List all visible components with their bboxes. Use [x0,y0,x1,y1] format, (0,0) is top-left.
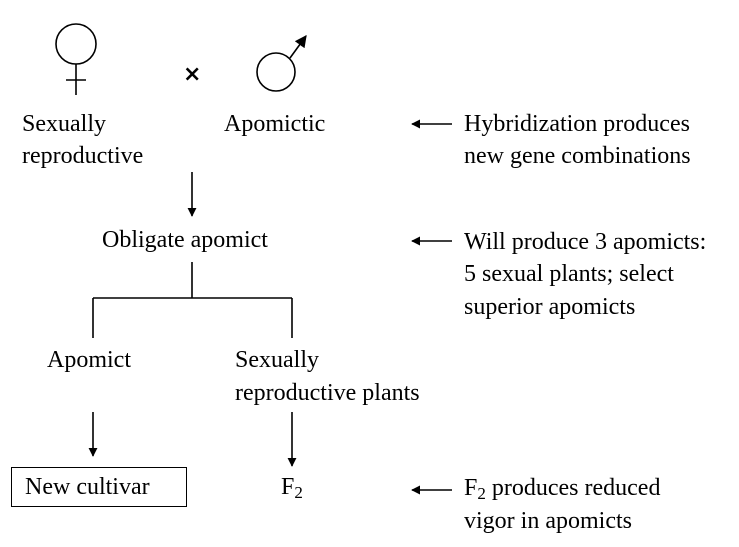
new-cultivar-label: New cultivar [25,474,150,500]
note1-line2: new gene combinations [464,143,691,169]
note2-line3: superior apomicts [464,294,636,320]
note2-line2: 5 sexual plants; select [464,261,674,287]
note3-line1-rest: produces reduced [485,475,661,501]
female-parent-label-line2: reproductive [22,143,144,169]
f2-subscript: 2 [294,483,303,502]
note1-line1: Hybridization produces [464,111,690,137]
male-parent-label: Apomictic [224,111,326,137]
note3-line1: F2 produces reduced [464,472,660,505]
note3-line2: vigor in apomicts [464,508,632,534]
f2-base: F [281,474,295,500]
sexual-plants-label-line2: reproductive plants [235,380,420,406]
f2-label: F2 [281,471,303,504]
note3-f: F [464,475,478,501]
note2-line1: Will produce 3 apomicts: [464,229,707,255]
apomict-label: Apomict [47,347,131,373]
new-cultivar-box [11,467,187,507]
branch-bracket [92,262,293,338]
note3-subscript: 2 [477,484,486,503]
female-parent-label-line1: Sexually [22,111,106,137]
obligate-apomict-label: Obligate apomict [102,227,268,253]
cross-symbol: × [183,62,202,87]
male-symbol-icon [256,35,307,92]
sexual-plants-label-line1: Sexually [235,347,319,373]
female-symbol-icon [55,23,97,95]
